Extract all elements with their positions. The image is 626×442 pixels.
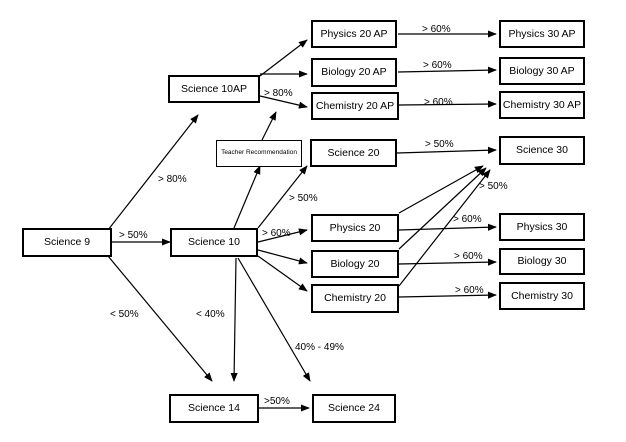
label-physics20-to-physics30: > 60%: [453, 214, 482, 225]
node-science-14-label: Science 14: [188, 402, 240, 415]
label-science10ap-to-20ap: > 80%: [264, 88, 293, 99]
node-chemistry-30ap: Chemistry 30 AP: [499, 91, 585, 119]
label-physics20ap-to-physics30ap: > 60%: [422, 24, 451, 35]
arrow-science10-to-science14: [230, 257, 238, 382]
label-science10-to-science20: > 50%: [289, 193, 318, 204]
node-science-20-label: Science 20: [327, 146, 380, 159]
arrow-science10-to-physics20: [257, 228, 308, 243]
node-chemistry-20: Chemistry 20: [311, 284, 399, 313]
arrow-science20-to-science30: [396, 146, 497, 154]
label-science9-to-science10ap: > 80%: [158, 174, 187, 185]
node-science-10ap: Science 10AP: [168, 75, 260, 103]
node-chemistry-20ap: Chemistry 20 AP: [311, 92, 399, 120]
node-science-14: Science 14: [169, 394, 259, 423]
arrow-science10-to-science24: [237, 257, 311, 382]
label-science9-to-science14: < 50%: [110, 309, 139, 320]
arrow-biology20-to-biology30: [398, 258, 497, 266]
arrow-science10-to-science10ap: [261, 111, 277, 141]
node-biology-30ap-label: Biology 30 AP: [509, 64, 575, 77]
arrow-science9-to-science14: [107, 255, 213, 382]
arrow-science10ap-to-chemistry20ap: [259, 95, 308, 109]
label-science10-to-science24: 40% - 49%: [295, 342, 344, 353]
node-biology-20-label: Biology 20: [330, 257, 380, 270]
node-biology-30ap: Biology 30 AP: [499, 57, 585, 85]
arrow-biology20ap-to-biology30ap: [397, 66, 497, 74]
arrow-science9-to-science10ap: [107, 114, 199, 231]
node-biology-20: Biology 20: [311, 250, 399, 278]
node-physics-20ap: Physics 20 AP: [311, 20, 397, 48]
arrow-science10-to-science20: [257, 165, 308, 229]
label-science10-to-20: > 60%: [262, 228, 291, 239]
arrow-science10-to-teacher-recommendation: [233, 165, 261, 229]
arrow-science10-to-chemistry20: [257, 255, 308, 292]
arrow-physics20-to-science30: [398, 165, 484, 214]
arrow-biology20-to-science30: [398, 167, 487, 250]
arrow-chemistry20ap-to-chemistry30ap: [398, 100, 497, 108]
label-chemistry20-to-chemistry30: > 60%: [455, 285, 484, 296]
node-physics-20ap-label: Physics 20 AP: [320, 27, 388, 40]
node-chemistry-30: Chemistry 30: [499, 282, 585, 310]
node-biology-20ap-label: Biology 20 AP: [321, 66, 387, 79]
node-science-30-label: Science 30: [516, 144, 568, 157]
node-physics-30: Physics 30: [499, 213, 585, 241]
node-teacher-recommendation-label: Teacher Recommendation: [221, 149, 297, 157]
node-science-10-label: Science 10: [188, 236, 240, 249]
label-science20-to-science30: > 50%: [425, 139, 454, 150]
node-chemistry-20ap-label: Chemistry 20 AP: [315, 99, 395, 112]
label-science9-to-science10: > 50%: [119, 230, 148, 241]
node-physics-30ap-label: Physics 30 AP: [508, 27, 576, 40]
node-teacher-recommendation: Teacher Recommendation: [216, 140, 302, 167]
node-biology-30-label: Biology 30: [517, 255, 567, 268]
arrow-science10-to-biology20: [257, 249, 308, 265]
node-biology-30: Biology 30: [499, 248, 585, 275]
node-chemistry-30-label: Chemistry 30: [511, 289, 573, 302]
node-physics-30ap: Physics 30 AP: [499, 20, 585, 48]
node-biology-20ap: Biology 20 AP: [311, 58, 397, 87]
node-physics-20: Physics 20: [311, 214, 399, 242]
node-science-10ap-label: Science 10AP: [181, 82, 247, 95]
node-chemistry-30ap-label: Chemistry 30 AP: [502, 98, 582, 111]
label-science10-to-science14: < 40%: [196, 309, 225, 320]
node-science-30: Science 30: [499, 136, 585, 165]
node-science-10: Science 10: [170, 228, 258, 257]
node-science-9-label: Science 9: [43, 236, 91, 249]
node-physics-30-label: Physics 30: [516, 220, 568, 233]
arrow-chemistry20-to-chemistry30: [398, 291, 497, 299]
node-science-24: Science 24: [312, 394, 396, 423]
label-chemistry20ap-to-chemistry30ap: > 60%: [424, 97, 453, 108]
arrow-physics20-to-physics30: [398, 223, 497, 231]
node-science-9: Science 9: [22, 228, 112, 257]
node-physics-20-label: Physics 20: [329, 221, 381, 234]
label-to-science30: > 50%: [479, 181, 508, 192]
node-science-20: Science 20: [310, 139, 397, 167]
label-biology20-to-biology30: > 60%: [454, 251, 483, 262]
node-science-24-label: Science 24: [328, 402, 380, 415]
node-chemistry-20-label: Chemistry 20: [324, 292, 386, 305]
label-biology20ap-to-biology30ap: > 60%: [423, 60, 452, 71]
arrow-science10ap-to-physics20ap: [259, 39, 308, 77]
label-science14-to-science24: >50%: [264, 396, 290, 407]
